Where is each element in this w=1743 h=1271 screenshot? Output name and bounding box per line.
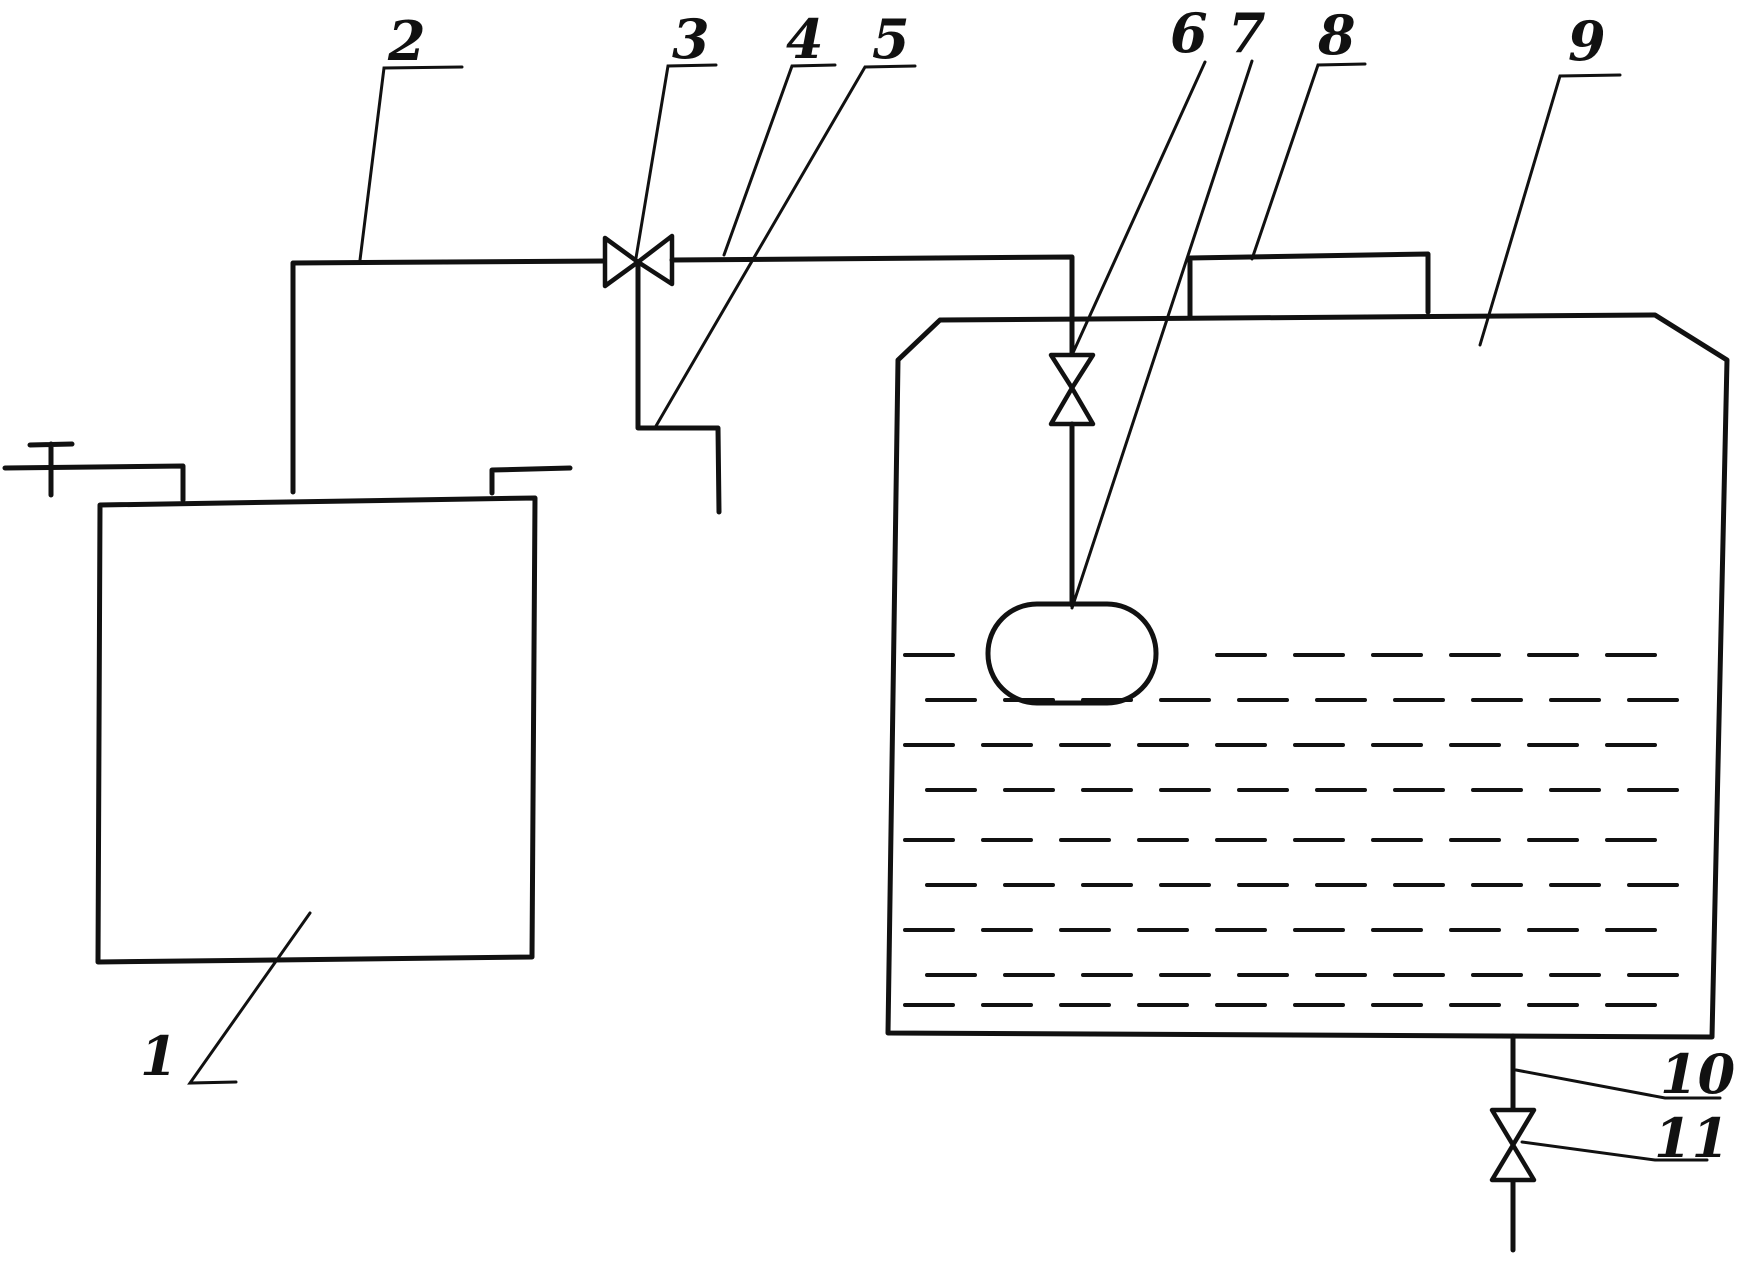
left-tank-top-fittings bbox=[2, 441, 573, 503]
label-5: 5 bbox=[872, 7, 910, 71]
supply-pipe bbox=[290, 258, 608, 495]
leader-lines bbox=[187, 59, 1722, 1162]
part-labels: 1 2 3 4 5 6 7 8 9 10 11 bbox=[140, 1, 1735, 1170]
label-10: 10 bbox=[1660, 1042, 1735, 1106]
drain-valve bbox=[1489, 1107, 1537, 1183]
left-tank bbox=[95, 495, 538, 965]
water-level-hatching bbox=[903, 653, 1679, 1007]
label-9: 9 bbox=[1568, 9, 1606, 73]
float-valve bbox=[1048, 352, 1096, 427]
label-1: 1 bbox=[140, 1024, 178, 1088]
label-3: 3 bbox=[672, 7, 710, 71]
right-tank bbox=[885, 312, 1730, 1040]
label-6: 6 bbox=[1170, 1, 1208, 65]
label-8: 8 bbox=[1317, 3, 1356, 67]
tank-top-box bbox=[1187, 251, 1431, 319]
label-7: 7 bbox=[1228, 1, 1266, 65]
label-2: 2 bbox=[387, 9, 426, 73]
branch-outlet-pipe bbox=[635, 259, 722, 515]
label-4: 4 bbox=[786, 7, 824, 71]
transfer-pipe bbox=[669, 254, 1075, 358]
label-11: 11 bbox=[1654, 1106, 1729, 1170]
float-assembly bbox=[985, 421, 1159, 706]
